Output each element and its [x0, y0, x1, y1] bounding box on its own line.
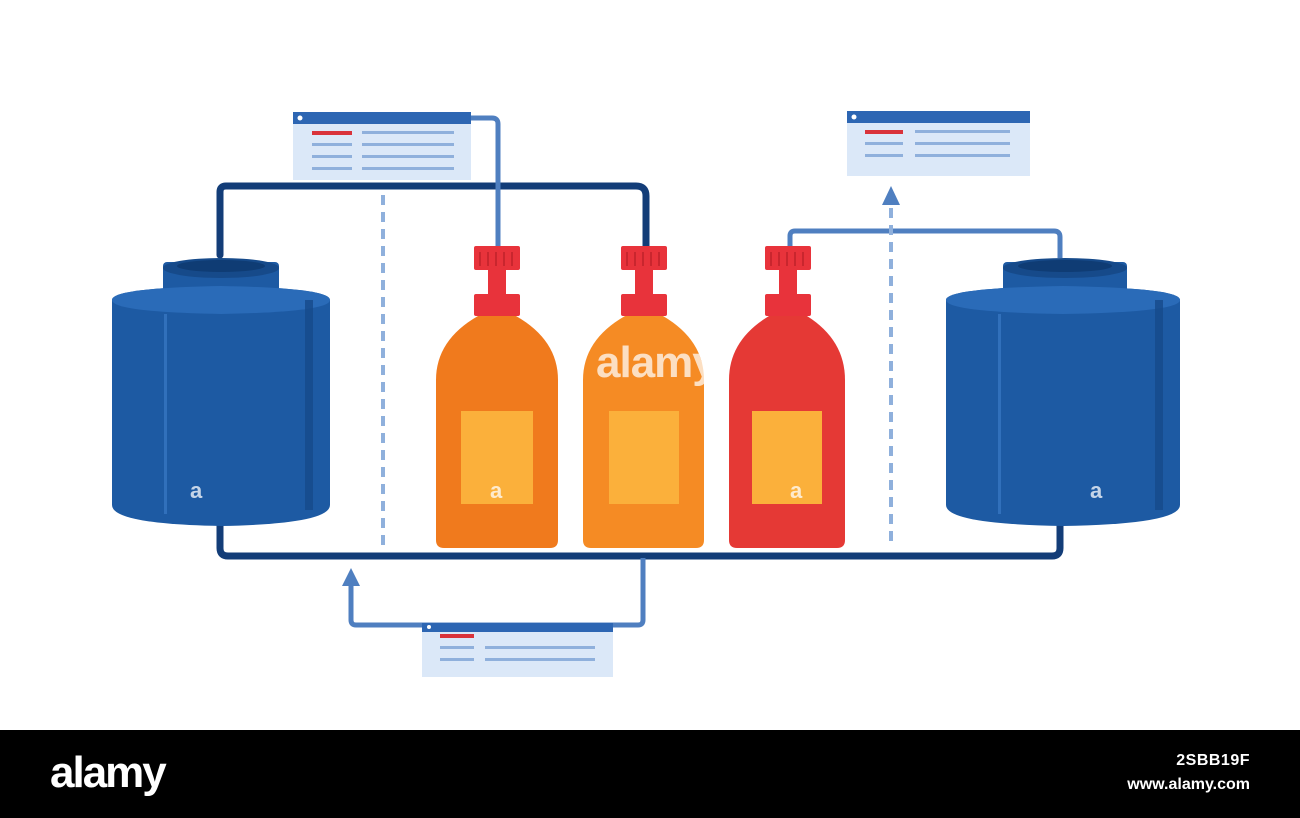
image-id: 2SBB19F: [1176, 752, 1250, 769]
bottle-icon: [436, 246, 558, 548]
return-pipe-right: [787, 228, 1063, 258]
watermark-mark: a: [490, 478, 503, 503]
arrow-up-icon: [342, 568, 360, 586]
storage-tank-icon: [112, 258, 330, 526]
main-loop-pipe: [216, 182, 1064, 560]
info-panel-icon: [293, 112, 471, 180]
footer-bar: alamy 2SBB19F www.alamy.com: [0, 730, 1300, 818]
info-panel-icon: [847, 111, 1030, 176]
watermark-mark: a: [190, 478, 203, 503]
site-url: www.alamy.com: [1127, 776, 1250, 793]
watermark-mark: a: [1090, 478, 1103, 503]
info-panel-icon: [422, 623, 613, 677]
arrow-up-icon: [882, 186, 900, 205]
panel-link-pipe-bottom: [348, 558, 646, 628]
footer-logo: alamy: [50, 748, 167, 797]
watermark: alamy: [596, 338, 717, 387]
storage-tank-icon: [946, 258, 1180, 526]
footer-meta: 2SBB19F www.alamy.com: [1127, 752, 1250, 794]
bottle-icon: [729, 246, 845, 548]
bottle-icon: [583, 246, 704, 548]
watermark-mark: a: [790, 478, 803, 503]
panel-link-pipe-top: [470, 115, 501, 248]
bottling-process-diagram: a a a a: [112, 111, 1180, 677]
